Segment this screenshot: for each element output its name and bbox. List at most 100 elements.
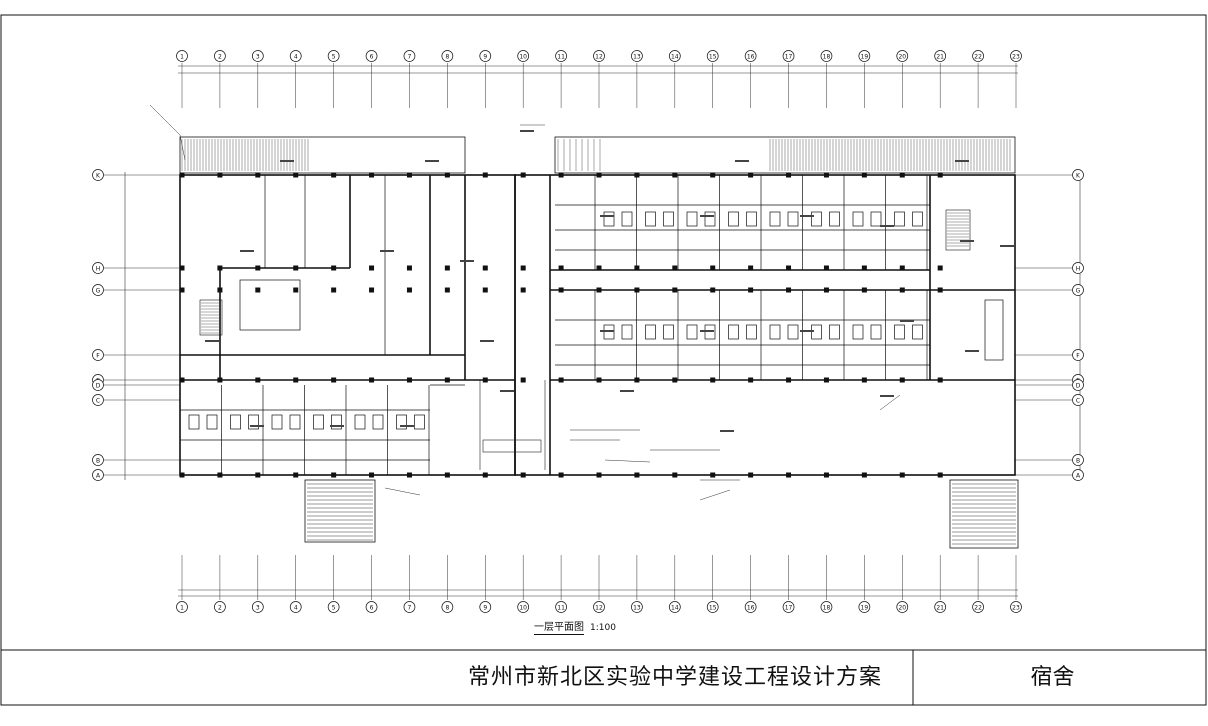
column bbox=[861, 287, 867, 293]
column bbox=[634, 172, 640, 178]
column bbox=[861, 265, 867, 271]
exterior-walls bbox=[179, 174, 1016, 476]
column bbox=[558, 287, 564, 293]
column bbox=[217, 472, 223, 478]
column bbox=[710, 172, 716, 178]
axis-label: 13 bbox=[633, 54, 641, 61]
column bbox=[406, 172, 412, 178]
label-mark bbox=[955, 160, 969, 162]
axis-bubble bbox=[1072, 169, 1084, 181]
column bbox=[558, 265, 564, 271]
column bbox=[748, 377, 754, 383]
axis-bubble bbox=[782, 50, 795, 62]
column bbox=[558, 472, 564, 478]
axis-bubble bbox=[92, 262, 104, 274]
axis-bubble bbox=[92, 379, 104, 391]
interior-stair-left bbox=[199, 299, 223, 336]
axis-bubble bbox=[972, 601, 984, 613]
column bbox=[786, 172, 792, 178]
column bbox=[823, 472, 829, 478]
label-mark bbox=[880, 225, 894, 227]
column bbox=[596, 377, 602, 383]
label-mark bbox=[800, 330, 814, 332]
column bbox=[331, 287, 337, 293]
label-mark bbox=[600, 215, 614, 217]
axis-label: 12 bbox=[595, 605, 603, 612]
label-mark bbox=[735, 160, 749, 162]
axis-bubble bbox=[972, 50, 984, 62]
column bbox=[748, 172, 754, 178]
label-mark bbox=[460, 260, 474, 262]
column bbox=[710, 265, 716, 271]
column bbox=[748, 287, 754, 293]
column bbox=[672, 287, 678, 293]
column bbox=[179, 172, 185, 178]
column bbox=[558, 172, 564, 178]
axis-bubble bbox=[593, 50, 605, 62]
column bbox=[520, 172, 526, 178]
annotation-marks bbox=[205, 130, 1014, 432]
column bbox=[786, 472, 792, 478]
vertical-grid-lines bbox=[181, 63, 1017, 600]
column bbox=[217, 172, 223, 178]
label-mark bbox=[250, 425, 264, 427]
column bbox=[786, 265, 792, 271]
label-mark bbox=[720, 430, 734, 432]
column bbox=[369, 172, 375, 178]
column bbox=[293, 265, 299, 271]
column bbox=[406, 265, 412, 271]
column bbox=[179, 287, 185, 293]
label-mark bbox=[330, 425, 344, 427]
axis-bubble bbox=[1072, 379, 1084, 391]
column bbox=[861, 377, 867, 383]
column bbox=[899, 172, 905, 178]
column bbox=[293, 377, 299, 383]
label-mark bbox=[480, 340, 494, 342]
axis-label: 13 bbox=[633, 605, 641, 612]
axis-label: 11 bbox=[557, 54, 565, 61]
column bbox=[255, 265, 261, 271]
axis-bubble bbox=[1072, 284, 1084, 296]
drawing-name: 一层平面图 bbox=[534, 622, 584, 635]
axis-bubble bbox=[365, 601, 378, 613]
axis-bubble bbox=[92, 469, 104, 481]
column bbox=[331, 172, 337, 178]
axis-bubble bbox=[441, 50, 454, 62]
axis-label: 4 bbox=[294, 54, 298, 61]
axis-label: 15 bbox=[709, 54, 717, 61]
label-mark bbox=[960, 240, 974, 242]
label-mark bbox=[520, 130, 534, 132]
label-mark bbox=[800, 215, 814, 217]
column bbox=[482, 265, 488, 271]
axis-bubble bbox=[782, 601, 795, 613]
axis-bubble bbox=[92, 454, 104, 466]
axis-bubble bbox=[896, 601, 909, 613]
column bbox=[444, 472, 450, 478]
column bbox=[520, 377, 526, 383]
column bbox=[444, 377, 450, 383]
axis-bubble bbox=[668, 601, 681, 613]
column bbox=[710, 472, 716, 478]
column bbox=[406, 472, 412, 478]
column bbox=[255, 287, 261, 293]
axis-bubble bbox=[327, 50, 340, 62]
axis-bubble bbox=[631, 50, 643, 62]
label-mark bbox=[500, 390, 514, 392]
axis-label: 1 bbox=[180, 605, 184, 612]
axis-bubble bbox=[555, 50, 567, 62]
column bbox=[255, 377, 261, 383]
column bbox=[369, 472, 375, 478]
label-mark bbox=[425, 160, 439, 162]
axis-label: 21 bbox=[936, 54, 944, 61]
column bbox=[331, 472, 337, 478]
exterior-stair-left bbox=[304, 479, 376, 543]
column bbox=[596, 265, 602, 271]
axis-label: D bbox=[96, 383, 101, 390]
axis-bubble bbox=[251, 50, 264, 62]
axis-label: 17 bbox=[785, 605, 793, 612]
axis-bubble bbox=[517, 601, 530, 613]
axis-label: 19 bbox=[861, 54, 869, 61]
axis-label: C bbox=[96, 398, 100, 405]
